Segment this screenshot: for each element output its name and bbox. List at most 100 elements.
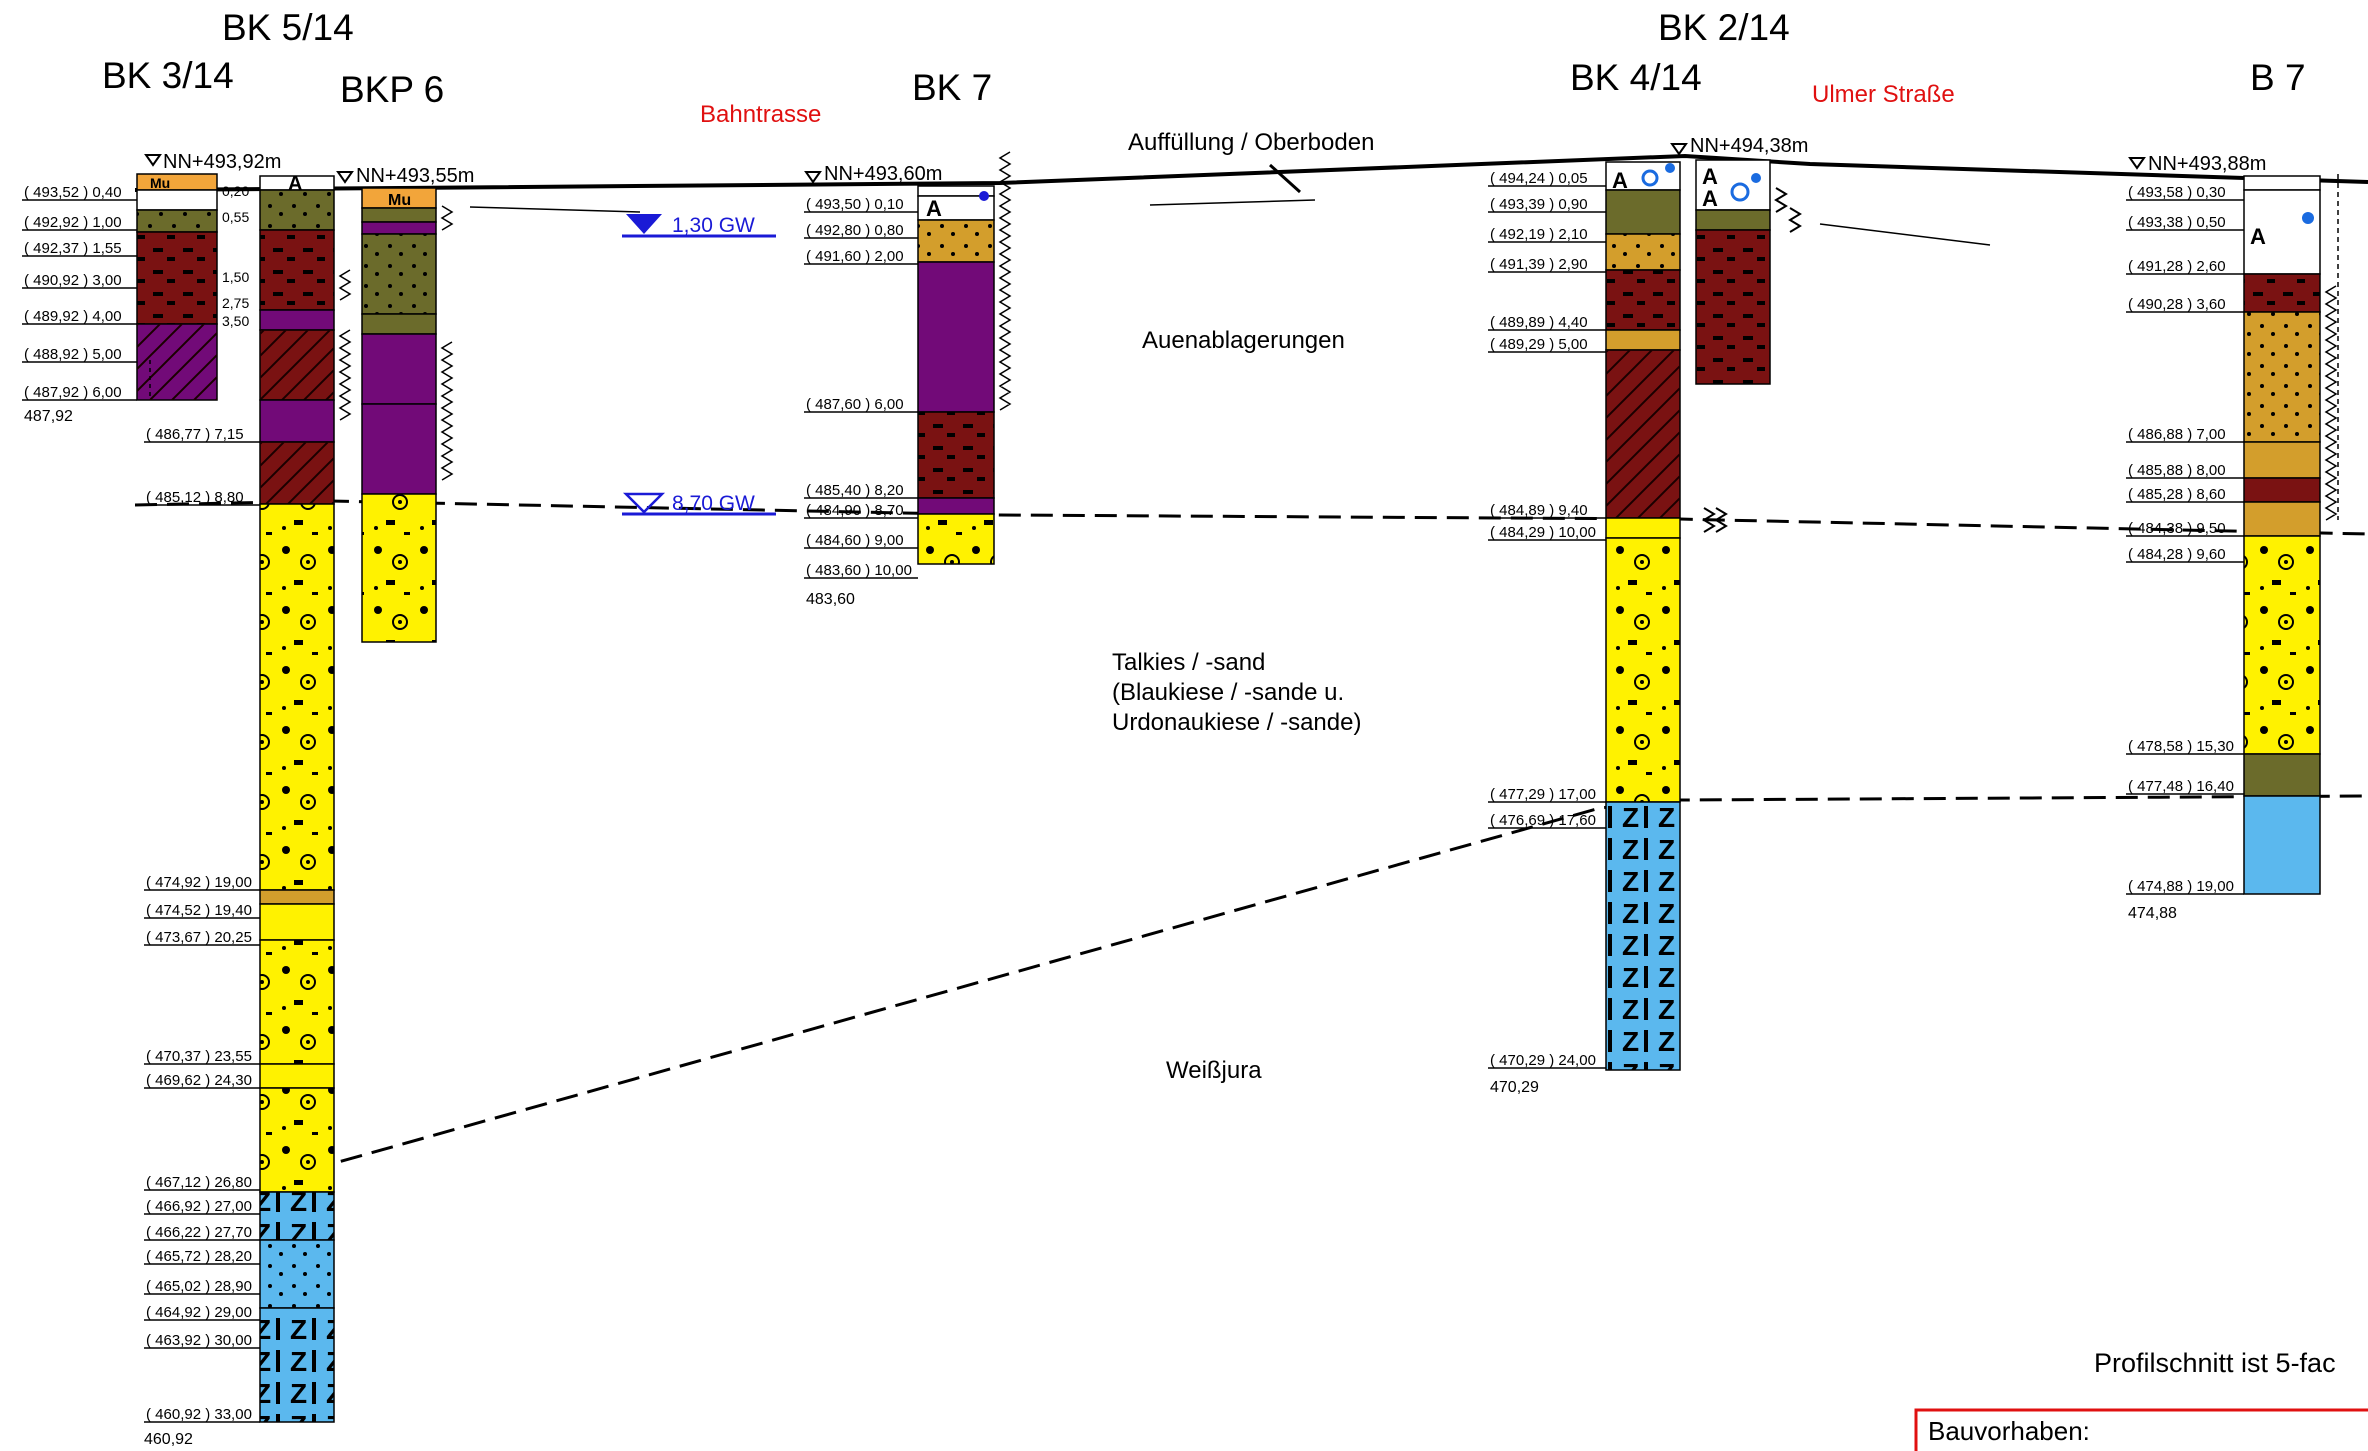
gw-label-1: 1,30 GW — [672, 214, 755, 237]
terrain-surface-line — [134, 153, 2368, 192]
borehole-bk7: NN+493,60m A 483,60 ( 493,50 ) 0,10( 492… — [804, 151, 1012, 608]
boundary-aue-kies — [134, 499, 2368, 536]
heading-bk5: BK 5/14 — [222, 7, 354, 48]
depth-label: ( 489,92 ) 4,00 — [24, 308, 122, 325]
top-bk3: NN+493,92m — [163, 151, 281, 173]
location-labels: Bahntrasse Ulmer Straße — [700, 81, 1955, 128]
depth-label: ( 476,69 ) 17,60 — [1490, 812, 1596, 829]
borehole-b7: NN+493,88m A 474,88 ( 493,58 ) 0,30 ( 493… — [2126, 153, 2339, 922]
title-block: Bauvorhaben: — [1914, 1408, 2368, 1451]
depth-label: ( 485,40 ) 8,20 — [806, 482, 904, 499]
leader-line — [1268, 163, 1302, 194]
depth-label: ( 485,12 ) 8,80 — [146, 489, 244, 506]
bottom-b7: 474,88 — [2128, 905, 2177, 922]
depth-label: ( 488,92 ) 5,00 — [24, 346, 122, 363]
svg-text:A: A — [926, 196, 942, 221]
depth-label: ( 470,29 ) 24,00 — [1490, 1052, 1596, 1069]
borehole-bk2: NN+494,38m A A — [1670, 135, 1808, 533]
depth-label: ( 493,58 ) 0,30 — [2128, 184, 2226, 201]
depth-label: ( 491,28 ) 2,60 — [2128, 258, 2226, 275]
bottom-bk5: 460,92 — [144, 1431, 193, 1448]
heading-bk2: BK 2/14 — [1658, 7, 1790, 48]
depth-label-short: 0,55 — [222, 209, 249, 225]
depth-label-short: 1,50 — [222, 269, 249, 285]
svg-text:A: A — [1702, 186, 1718, 211]
top-b7: NN+493,88m — [2148, 153, 2266, 175]
depth-label: ( 485,28 ) 8,60 — [2128, 486, 2226, 503]
svg-text:Mu: Mu — [388, 192, 411, 209]
depth-label: ( 492,80 ) 0,80 — [806, 222, 904, 239]
heading-bkp6: BKP 6 — [340, 69, 444, 110]
depth-label: ( 484,38 ) 9,50 — [2128, 520, 2226, 537]
depth-label: ( 487,92 ) 6,00 — [24, 384, 122, 401]
borehole-bk5: A 460,92 ( 486,77 ) 7,15( 485,12 ) 8,80(… — [144, 173, 352, 1448]
depth-label: ( 484,60 ) 9,00 — [806, 532, 904, 549]
label-talkies-3: Urdonaukiese / -sande) — [1112, 709, 1361, 736]
bottom-bk4: 470,29 — [1490, 1079, 1539, 1096]
depth-label: ( 486,77 ) 7,15 — [146, 426, 244, 443]
label-bahntrasse: Bahntrasse — [700, 101, 821, 128]
depth-label: ( 489,89 ) 4,40 — [1490, 314, 1588, 331]
depth-label: ( 483,60 ) 10,00 — [806, 562, 912, 579]
borehole-bk4: A 470,29 ( 494,24 ) 0,05 ( 493,39 ) 0,90 (… — [1488, 161, 1681, 1096]
depth-label: ( 484,89 ) 9,40 — [1490, 502, 1588, 519]
depth-label: ( 494,24 ) 0,05 — [1490, 170, 1588, 187]
top-bk2: NN+494,38m — [1690, 135, 1808, 157]
borehole-bkp6: NN+493,55m Mu — [336, 165, 474, 643]
depth-label: ( 493,39 ) 0,90 — [1490, 196, 1588, 213]
heading-b7: B 7 — [2250, 57, 2306, 98]
depth-label: ( 466,22 ) 27,70 — [146, 1224, 252, 1241]
depth-label: ( 460,92 ) 33,00 — [146, 1406, 252, 1423]
depth-label: ( 485,88 ) 8,00 — [2128, 462, 2226, 479]
top-bk7: NN+493,60m — [824, 163, 942, 185]
depth-label: ( 484,29 ) 10,00 — [1490, 524, 1596, 541]
depth-label: ( 492,92 ) 1,00 — [24, 214, 122, 231]
depth-label: ( 463,92 ) 30,00 — [146, 1332, 252, 1349]
depth-label: ( 474,88 ) 19,00 — [2128, 878, 2234, 895]
depth-label: ( 465,72 ) 28,20 — [146, 1248, 252, 1265]
depth-label-short: 0,20 — [222, 183, 249, 199]
depth-label: ( 492,19 ) 2,10 — [1490, 226, 1588, 243]
depth-label: ( 478,58 ) 15,30 — [2128, 738, 2234, 755]
svg-text:A: A — [2250, 224, 2266, 249]
depth-label: ( 470,37 ) 23,55 — [146, 1048, 252, 1065]
depth-label: ( 473,67 ) 20,25 — [146, 929, 252, 946]
depth-label: ( 491,39 ) 2,90 — [1490, 256, 1588, 273]
depth-label: ( 465,02 ) 28,90 — [146, 1278, 252, 1295]
depth-label: ( 474,52 ) 19,40 — [146, 902, 252, 919]
depth-label: ( 464,92 ) 29,00 — [146, 1304, 252, 1321]
heading-bk4: BK 4/14 — [1570, 57, 1702, 98]
groundwater-marker-1: 1,30 GW — [622, 214, 776, 238]
top-bkp6: NN+493,55m — [356, 165, 474, 187]
depth-label: ( 484,90 ) 8,70 — [806, 502, 904, 519]
borehole-bk3: NN+493,92m Mu 487,92 ( 493,52 ) 0,40( 49… — [22, 151, 281, 425]
depth-label: ( 489,29 ) 5,00 — [1490, 336, 1588, 353]
depth-label: ( 493,38 ) 0,50 — [2128, 214, 2226, 231]
stratum-labels: Auffüllung / Oberboden Auenablagerungen … — [1112, 129, 1374, 1084]
depth-label: ( 469,62 ) 24,30 — [146, 1072, 252, 1089]
svg-text:A: A — [1612, 168, 1628, 193]
depth-label: ( 477,48 ) 16,40 — [2128, 778, 2234, 795]
bottom-bk3: 487,92 — [24, 408, 73, 425]
groundwater-marker-2: 8,70 GW — [622, 492, 776, 516]
depth-label: ( 477,29 ) 17,00 — [1490, 786, 1596, 803]
svg-text:A: A — [1702, 164, 1718, 189]
depth-label: ( 474,92 ) 19,00 — [146, 874, 252, 891]
leader-line — [1149, 199, 1316, 206]
depth-label: ( 466,92 ) 27,00 — [146, 1198, 252, 1215]
heading-bk3: BK 3/14 — [102, 55, 234, 96]
depth-label: ( 486,88 ) 7,00 — [2128, 426, 2226, 443]
depth-label: ( 484,28 ) 9,60 — [2128, 546, 2226, 563]
label-auffuellung: Auffüllung / Oberboden — [1128, 129, 1374, 156]
depth-label: ( 490,28 ) 3,60 — [2128, 296, 2226, 313]
label-weissjura: Weißjura — [1166, 1057, 1262, 1084]
depth-label: ( 493,52 ) 0,40 — [24, 184, 122, 201]
boundary-kies-jura — [309, 794, 2368, 1172]
label-auenablagerungen: Auenablagerungen — [1142, 327, 1345, 354]
heading-bk7: BK 7 — [912, 67, 992, 108]
gw-label-2: 8,70 GW — [672, 492, 755, 515]
depth-label: ( 467,12 ) 26,80 — [146, 1174, 252, 1191]
label-ulmer-strasse: Ulmer Straße — [1812, 81, 1955, 108]
title-block-bauvorhaben: Bauvorhaben: — [1928, 1416, 2090, 1446]
